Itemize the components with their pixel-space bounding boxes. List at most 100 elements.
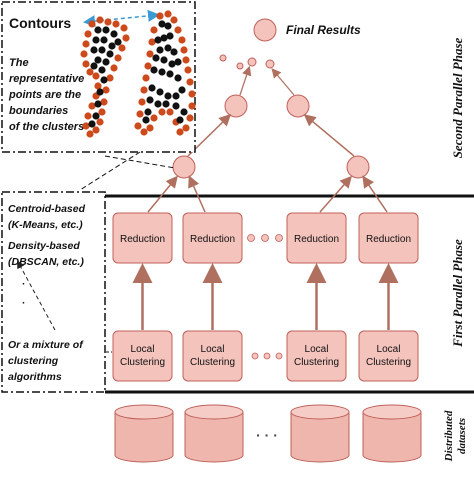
boundary-point — [186, 114, 194, 122]
cluster-point — [152, 54, 160, 62]
local-label-4b: Clustering — [366, 357, 411, 368]
cluster-point — [102, 58, 110, 66]
cluster-point — [98, 66, 106, 74]
local-clustering-box-2 — [182, 330, 243, 382]
cluster-point — [156, 46, 164, 54]
cluster-point — [164, 44, 172, 52]
boundary-point — [170, 16, 178, 24]
boundary-point — [100, 98, 108, 106]
boundary-point — [176, 128, 184, 136]
local-clustering-box-1 — [112, 330, 173, 382]
cluster-point — [172, 92, 180, 100]
cluster-point — [154, 36, 162, 44]
boundary-point — [188, 90, 196, 98]
methods-line-9: algorithms — [8, 371, 62, 383]
methods-line-2: (K-Means, etc.) — [8, 219, 83, 231]
cluster-point — [96, 88, 104, 96]
boundary-point — [84, 112, 92, 120]
local-label-2a: Local — [201, 344, 225, 355]
boundary-point — [150, 114, 158, 122]
boundary-point — [184, 66, 192, 74]
tree-node-mid-right — [286, 94, 310, 118]
boundary-point — [104, 18, 112, 26]
cluster-point — [164, 92, 172, 100]
tree-node-tiny-left — [219, 54, 227, 62]
boundary-point — [86, 68, 94, 76]
methods-line-4: (DBSCAN, etc.) — [8, 256, 84, 268]
contours-title: Contours — [9, 15, 71, 31]
datasets-label-line2: datasets — [456, 418, 468, 454]
boundary-point — [110, 64, 118, 72]
local-label-2b: Clustering — [190, 357, 235, 368]
reduction-label-4: Reduction — [366, 234, 411, 245]
boundary-point — [94, 82, 102, 90]
cluster-link-arrow — [83, 9, 160, 28]
boundary-point — [164, 10, 172, 18]
methods-line-5: · — [22, 278, 26, 290]
final-result-node — [253, 18, 277, 42]
boundary-point — [182, 56, 190, 64]
boundary-point — [96, 16, 104, 24]
cluster-point — [114, 38, 122, 46]
cluster-point — [110, 30, 118, 38]
cluster-point — [166, 32, 174, 40]
boundary-point — [166, 108, 174, 116]
dataset-cylinder-2 — [184, 404, 244, 463]
boundary-point — [92, 72, 100, 80]
cluster-point — [162, 100, 170, 108]
arrow-r2-to-ll — [188, 175, 206, 213]
cluster-point — [174, 74, 182, 82]
cluster-point — [92, 36, 100, 44]
contours-desc-line1: The — [9, 57, 29, 69]
arrow-r4-to-lr — [362, 175, 388, 213]
connector-contours-to-tree — [104, 155, 176, 169]
boundary-point — [92, 126, 100, 134]
boundary-point — [102, 86, 110, 94]
datasets-label-line1: Distributed — [443, 410, 455, 462]
boundary-point — [140, 86, 148, 94]
boundary-point — [134, 122, 142, 130]
contours-desc-line4: boundaries — [9, 105, 68, 117]
cluster-point — [158, 68, 166, 76]
cluster-point — [154, 100, 162, 108]
contours-desc-line2: representative — [9, 73, 84, 85]
boundary-point — [140, 128, 148, 136]
reduction-label-2: Reduction — [190, 234, 235, 245]
arrow-r1-to-ll — [147, 175, 178, 213]
cluster-point — [90, 46, 98, 54]
local-clustering-box-4 — [358, 330, 419, 382]
local-label-3a: Local — [305, 344, 329, 355]
cluster-point — [94, 100, 102, 108]
boundary-point — [138, 98, 146, 106]
cluster-point — [146, 96, 154, 104]
arrow-ml-to-small — [239, 65, 252, 96]
methods-box — [1, 191, 106, 393]
boundary-point — [88, 20, 96, 28]
cluster-point — [150, 66, 158, 74]
cluster-point — [100, 36, 108, 44]
cluster-point — [142, 116, 150, 124]
cluster-point — [148, 84, 156, 92]
boundary-point — [188, 102, 196, 110]
cluster-point — [166, 70, 174, 78]
boundary-point — [142, 74, 150, 82]
local-label-1b: Clustering — [120, 357, 165, 368]
contours-desc-line5: of the clusters — [9, 121, 84, 133]
contours-desc-line3: points are the — [8, 89, 81, 101]
ellipsis-dot — [251, 352, 259, 360]
cluster-point — [92, 112, 100, 120]
methods-line-7: Or a mixture of — [8, 339, 84, 351]
cluster-point — [94, 56, 102, 64]
local-label-3b: Clustering — [294, 357, 339, 368]
cluster-point — [180, 108, 188, 116]
boundary-point — [120, 24, 128, 32]
boundary-point — [96, 118, 104, 126]
cluster-point — [94, 26, 102, 34]
boundary-point — [148, 38, 156, 46]
dataset-cylinder-1 — [114, 404, 174, 463]
cluster-point — [172, 102, 180, 110]
datasets-ellipsis: · · · — [256, 427, 278, 443]
ellipsis-dot — [275, 234, 283, 242]
boundary-point — [150, 26, 158, 34]
